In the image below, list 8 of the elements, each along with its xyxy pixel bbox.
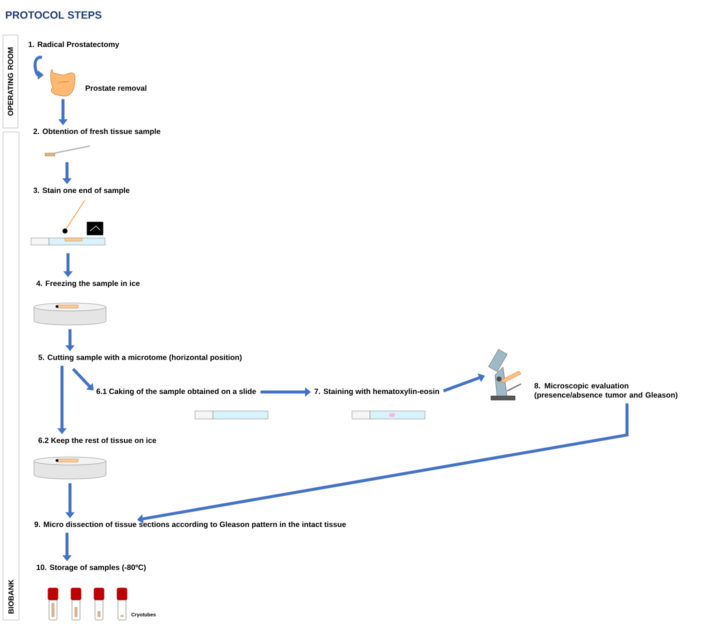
illustration-drawing — [30, 200, 106, 246]
title: PROTOCOL STEPS — [6, 11, 102, 19]
illustration-drawing — [44, 145, 90, 156]
arrow — [137, 403, 628, 524]
dish-drawing — [34, 456, 106, 480]
illustration-drawing — [50, 69, 76, 96]
dish-drawing — [34, 302, 106, 326]
illustration-drawing — [488, 349, 522, 400]
